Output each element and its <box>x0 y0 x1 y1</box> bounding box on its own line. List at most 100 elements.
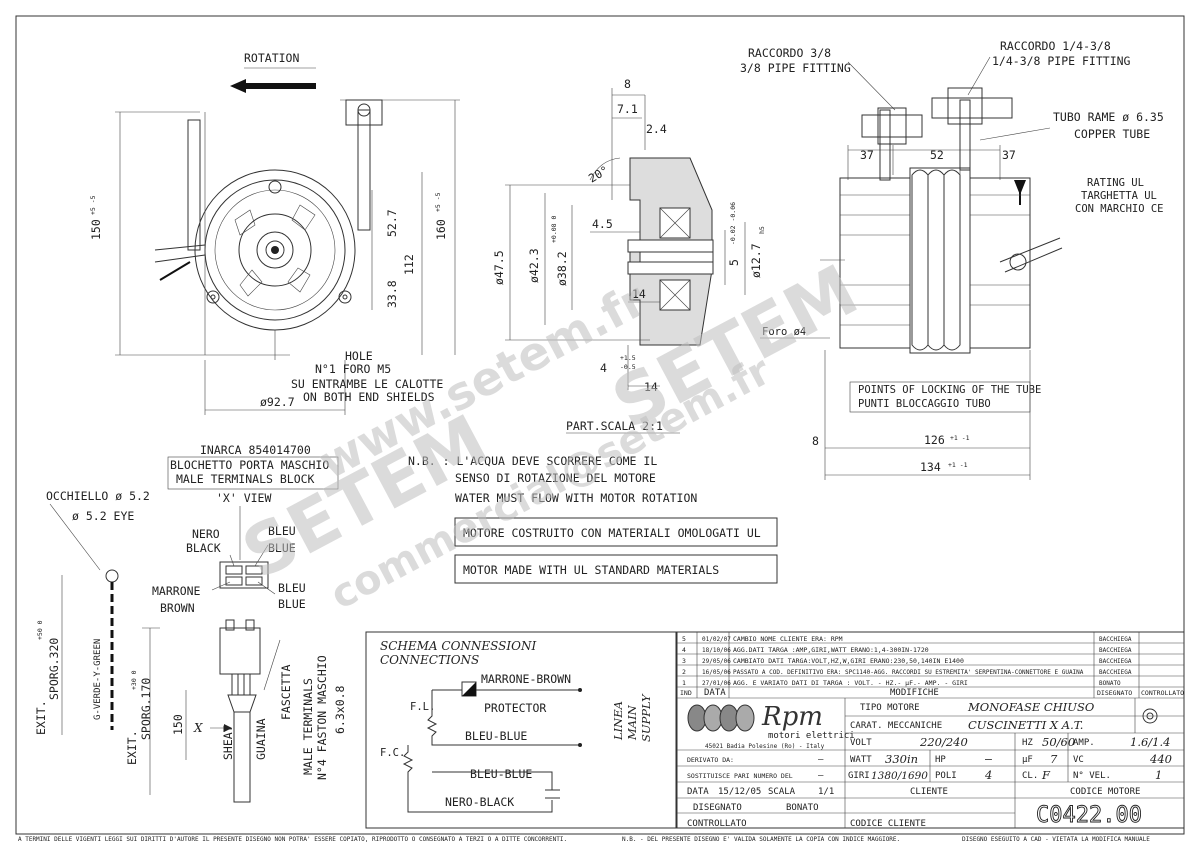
conn-bleu-2: BLEU-BLUE <box>470 767 532 781</box>
conn-linea: LINEA <box>611 701 625 741</box>
poli-value: 4 <box>984 768 992 782</box>
sec-dim-14: 14 <box>632 287 646 301</box>
dim-160: 160 <box>434 219 448 240</box>
rating-it: TARGHETTA UL <box>1081 190 1157 202</box>
sec-scale: PART.SCALA 2:1 <box>566 419 663 433</box>
nero-label: NERO <box>192 527 220 541</box>
disegnato-label: DISEGNATO <box>693 803 742 813</box>
watt-value: 330in <box>885 752 918 766</box>
hp-label: HP <box>935 755 946 765</box>
inarca: INARCA 854014700 <box>200 443 311 457</box>
sporg-170: SPORG.170 <box>139 678 153 740</box>
blue-label-2: BLUE <box>278 597 306 611</box>
rev-header-controllato: CONTROLLATO <box>1141 689 1184 697</box>
rpm-logo <box>687 704 755 732</box>
x-marker: X <box>193 721 203 735</box>
giri-label: GIRI <box>848 771 870 781</box>
uf-value: 7 <box>1050 752 1058 766</box>
sec-foro: Foro ø4 <box>762 326 806 338</box>
scala-value: 1/1 <box>818 787 834 797</box>
rev-header-ind: IND <box>680 689 692 697</box>
carat-label: CARAT. MECCANICHE <box>850 721 942 731</box>
tubo-en: COPPER TUBE <box>1074 127 1150 141</box>
revision-text: AGG. E VARIATO DATI DI TARGA : VOLT. - H… <box>733 679 968 687</box>
cl-label: CL. <box>1022 771 1038 781</box>
male-terminals-label: MALE TERMINALS <box>301 678 315 775</box>
revision-by: BACCHIEGA <box>1099 636 1132 643</box>
scala-label: SCALA <box>768 787 796 797</box>
sec-dim-475: ø47.5 <box>492 250 506 285</box>
vc-value: 440 <box>1149 752 1172 766</box>
logo-address: 45021 Badia Polesine (Ro) - Italy <box>705 743 825 750</box>
points-it: PUNTI BLOCCAGGIO TUBO <box>858 398 991 410</box>
revision-date: 16/05/06 <box>702 669 731 676</box>
data-value: 15/12/05 <box>718 787 761 797</box>
revision-text: CAMBIO NOME CLIENTE ERA: RPM <box>733 635 843 643</box>
hole-it: SU ENTRAMBE LE CALOTTE <box>291 377 443 391</box>
footer: A TERMINI DELLE VIGENTI LEGGI SUI DIRITT… <box>18 836 1150 843</box>
revision-by: BONATO <box>1099 680 1121 687</box>
x-view: 'X' VIEW <box>216 491 271 505</box>
blocchetto: BLOCHETTO PORTA MASCHIO <box>170 458 329 472</box>
revision-ind: 3 <box>682 657 686 665</box>
side-view: RACCORDO 3/8 3/8 PIPE FITTING RACCORDO 1… <box>740 39 1164 480</box>
disegnato-value: BONATO <box>786 803 819 813</box>
sporg-320: SPORG.320 <box>47 638 61 700</box>
conn-fc: F.C. <box>380 747 405 759</box>
conn-supply: SUPPLY <box>639 693 653 742</box>
hole-en: ON BOTH END SHIELDS <box>303 390 435 404</box>
dim-160-tol: +5 -5 <box>434 192 442 212</box>
sporg-320-tol: +50 0 <box>36 620 44 640</box>
bleu-label-2: BLEU <box>278 581 306 595</box>
rating-ce: CON MARCHIO CE <box>1075 203 1164 215</box>
side-dim-8: 8 <box>812 434 819 448</box>
amp-label: AMP. <box>1073 738 1095 748</box>
raccordo-38-en: 3/8 PIPE FITTING <box>740 61 851 75</box>
drawing-frame <box>15 15 1185 835</box>
conn-nero: NERO-BLACK <box>445 795 514 809</box>
volt-label: VOLT <box>850 738 872 748</box>
sec-dim-05: -0.5 <box>620 363 636 371</box>
front-view: ROTATION 150 +5 -5 160 +5 -5 112 52.7 33… <box>89 51 460 415</box>
vc-label: VC <box>1073 755 1084 765</box>
side-dim-126: 126 <box>924 433 945 447</box>
amp-value: 1.6/1.4 <box>1130 735 1170 749</box>
conn-fl: F.L. <box>410 701 435 713</box>
connections-title-it: SCHEMA CONNESSIONI <box>380 639 536 653</box>
eyelet-cable: OCCHIELLO ø 5.2 ø 5.2 EYE G-VERDE-Y-GREE… <box>34 489 347 803</box>
sec-dim-45: 4.5 <box>592 217 613 231</box>
sec-dim-71: 7.1 <box>617 102 638 116</box>
side-dim-134: 134 <box>920 460 941 474</box>
dim-527: 52.7 <box>385 209 399 237</box>
note-nb3: WATER MUST FLOW WITH MOTOR ROTATION <box>455 491 697 505</box>
guaina-label: GUAINA <box>254 718 268 760</box>
dim-338: 33.8 <box>385 280 399 308</box>
projection-symbol-icon <box>1142 708 1158 724</box>
hole-title: HOLE <box>345 349 373 363</box>
black-label: BLACK <box>186 541 221 555</box>
poli-label: POLI <box>935 771 957 781</box>
hole-spec: N°1 FORO M5 <box>315 362 391 376</box>
nvel-value: 1 <box>1155 768 1162 782</box>
revision-text: CAMBIATO DATI TARGA:VOLT,HZ,W,GIRI ERANO… <box>733 657 964 665</box>
side-dim-52: 52 <box>930 148 944 162</box>
sec-dim-24: 2.4 <box>646 122 667 136</box>
sec-dim-382: ø38.2 <box>555 251 569 286</box>
connections-title-en: CONNECTIONS <box>380 653 479 667</box>
sec-dim-5-tol: -0.02 -0.06 <box>729 202 737 245</box>
rev-header-modifiche: MODIFICHE <box>890 688 939 698</box>
logo-text: Rpm <box>761 702 823 732</box>
revision-date: 27/01/06 <box>702 680 731 687</box>
sec-dim-8: 8 <box>624 77 631 91</box>
sec-dim-5: 5 <box>727 259 741 266</box>
revision-by: BACCHIEGA <box>1099 647 1132 654</box>
sec-dim-h5: h5 <box>758 226 766 234</box>
dim-112: 112 <box>402 254 416 275</box>
side-dim-134-tol: +1 -1 <box>948 461 968 469</box>
dim-927: ø92.7 <box>260 395 295 409</box>
sec-dim-423: ø42.3 <box>527 248 541 283</box>
revision-ind: 4 <box>682 646 686 654</box>
revision-text: AGG.DATI TARGA :AMP,GIRI,WATT ERANO:1,4-… <box>733 646 929 654</box>
